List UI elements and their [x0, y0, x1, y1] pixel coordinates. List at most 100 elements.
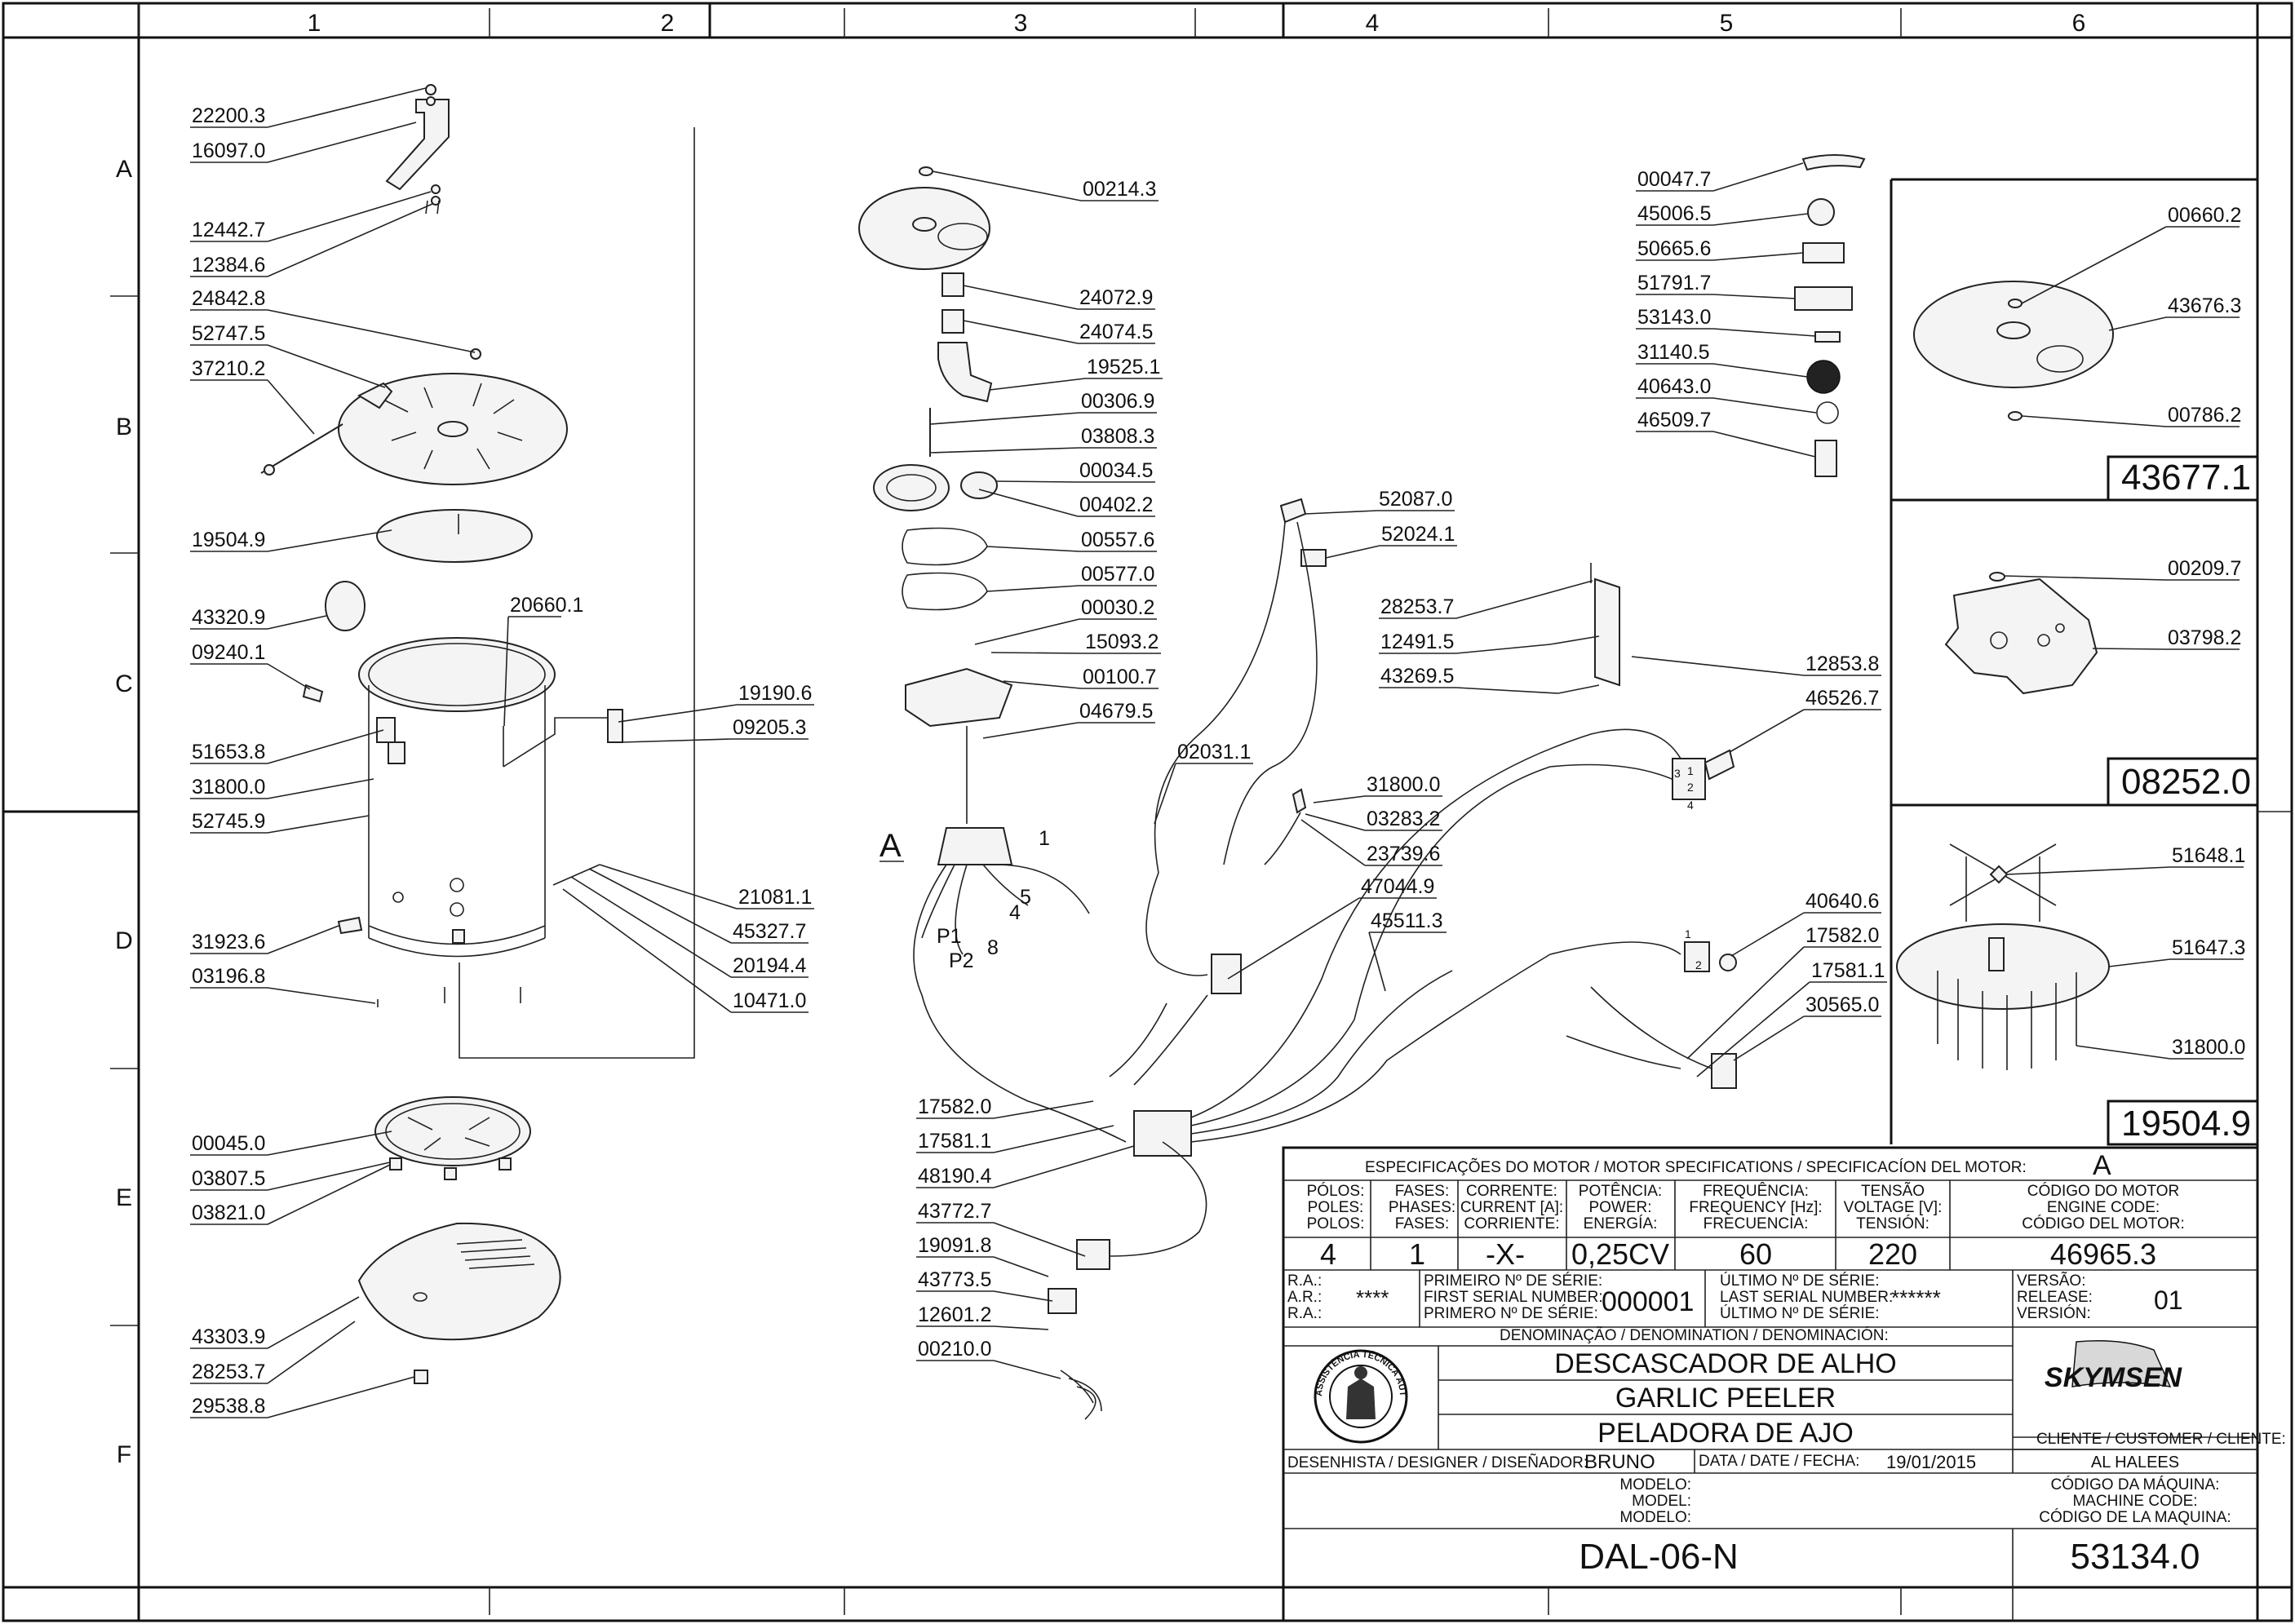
shell-cylinder-drawing	[302, 509, 623, 1007]
part-number: 50665.6	[1637, 237, 1711, 260]
wire-label: P1	[937, 925, 962, 948]
part-number: 00210.0	[918, 1338, 991, 1361]
denomination-header: DENOMINAÇÃO / DENOMINATION / DENOMINACIÓ…	[1500, 1326, 1889, 1344]
spec-label: FASES:	[1395, 1183, 1450, 1200]
part-number: 03808.3	[1081, 425, 1154, 448]
spec-labels: PÓLOS: POLES: POLOS: FASES: PHASES: FASE…	[1307, 1182, 2185, 1232]
part-number: 00557.6	[1081, 529, 1154, 551]
motor-spec-header: ESPECIFICAÇÕES DO MOTOR / MOTOR SPECIFIC…	[1365, 1158, 2027, 1176]
part-number: 09240.1	[192, 641, 265, 664]
row-label: D	[115, 927, 133, 954]
part-number: 51647.3	[2172, 936, 2245, 959]
drive-stack-drawing	[858, 166, 1013, 824]
panel-code: 19504.9	[2121, 1104, 2251, 1144]
part-number: 03798.2	[2168, 626, 2241, 649]
wire-label: 8	[987, 936, 999, 959]
part-callouts: 22200.3 16097.0 12442.7 12384.6 24842.8 …	[192, 104, 2251, 1418]
spec-label: POLES:	[1308, 1199, 1364, 1216]
motor-ref: A	[2093, 1150, 2111, 1181]
part-number: 45327.7	[733, 920, 806, 943]
part-number: 51648.1	[2172, 844, 2245, 867]
machine-code-value: 53134.0	[2070, 1537, 2200, 1577]
part-number: 31800.0	[2172, 1036, 2245, 1059]
spec-value: 0,25CV	[1571, 1237, 1669, 1271]
part-number: 03283.2	[1367, 808, 1440, 830]
spec-label: TENSÃO	[1861, 1182, 1925, 1200]
part-number: 09205.3	[733, 716, 806, 739]
part-number: 17582.0	[918, 1095, 991, 1118]
part-number: 02031.1	[1177, 741, 1251, 763]
pin-label: 4	[1687, 799, 1694, 812]
model-labels: MODELO: MODEL: MODELO:	[1619, 1476, 1691, 1526]
machine-code-label: MACHINE CODE:	[2072, 1493, 2197, 1510]
panel-b-drawing	[1944, 572, 2098, 695]
spec-label: CÓDIGO DEL MOTOR:	[2022, 1215, 2185, 1232]
part-number: 24074.5	[1079, 321, 1153, 343]
spec-label: CORRIENTE:	[1464, 1215, 1559, 1232]
spec-label: PÓLOS:	[1307, 1182, 1365, 1200]
column-labels: 1 2 3 4 5 6	[308, 10, 2086, 37]
bottom-plate-drawing	[357, 1222, 561, 1384]
part-number: 30565.0	[1805, 993, 1879, 1016]
spec-label: FREQUÊNCIA:	[1703, 1182, 1809, 1200]
row-label: A	[116, 156, 132, 183]
version-value: 01	[2154, 1285, 2183, 1315]
part-number: 19190.6	[738, 682, 812, 705]
part-number: 22200.3	[192, 104, 265, 127]
date-label: DATA / DATE / FECHA:	[1699, 1453, 1859, 1470]
product-name-pt: DESCASCADOR DE ALHO	[1554, 1348, 1896, 1379]
part-number: 47044.9	[1361, 875, 1434, 898]
product-name-es: PELADORA DE AJO	[1597, 1418, 1854, 1449]
spec-label: CÓDIGO DO MOTOR	[2027, 1182, 2179, 1200]
spec-label: POWER:	[1588, 1199, 1651, 1216]
spec-value: 46965.3	[2050, 1237, 2156, 1271]
spec-label: CORRENTE:	[1466, 1183, 1557, 1200]
machine-code-label: CÓDIGO DA MÁQUINA:	[2051, 1476, 2220, 1493]
last-serial-label: ÚLTIMO Nº DE SÉRIE:	[1720, 1272, 1880, 1290]
row-label: F	[117, 1441, 131, 1468]
panel-c-drawing	[1896, 843, 2110, 1070]
detail-a-marker: A	[879, 828, 904, 864]
part-number: 20660.1	[510, 594, 583, 617]
part-number: 45511.3	[1371, 909, 1443, 932]
part-number: 51791.7	[1637, 272, 1711, 294]
serial-row: R.A.: A.R.: R.A.: PRIMEIRO Nº DE SÉRIE: …	[1287, 1272, 2093, 1322]
machine-code-label: CÓDIGO DE LA MAQUINA:	[2039, 1508, 2231, 1526]
part-number: 12491.5	[1380, 631, 1454, 653]
part-number: 37210.2	[192, 357, 265, 380]
ra-label: A.R.:	[1287, 1289, 1322, 1306]
part-number: 31923.6	[192, 931, 265, 954]
first-serial-label: PRIMERO Nº DE SÉRIE:	[1424, 1305, 1598, 1322]
row-label: C	[115, 670, 133, 697]
date-value: 19/01/2015	[1886, 1452, 1976, 1472]
frame-connector-line	[459, 127, 695, 1059]
column-label: 4	[1366, 10, 1380, 37]
part-number: 03196.8	[192, 965, 265, 988]
spec-value: 60	[1739, 1237, 1772, 1271]
part-number: 16097.0	[192, 139, 265, 162]
part-number: 48190.4	[918, 1165, 991, 1188]
callout-leaders	[190, 87, 2244, 1418]
version-label: VERSÃO:	[2017, 1272, 2085, 1290]
part-number: 17582.0	[1805, 924, 1879, 947]
part-number: 03807.5	[192, 1167, 265, 1190]
part-number: 28253.7	[1380, 595, 1454, 618]
spec-label: CURRENT [A]:	[1460, 1199, 1563, 1216]
spec-label: ENERGÍA:	[1584, 1215, 1658, 1232]
pin-label: 1	[1687, 764, 1694, 777]
spec-value: 4	[1320, 1237, 1336, 1271]
part-number: 19504.9	[192, 529, 265, 551]
row-label: B	[116, 414, 132, 440]
first-serial-label: FIRST SERIAL NUMBER:	[1424, 1289, 1603, 1306]
panel-code: 08252.0	[2121, 762, 2251, 802]
part-number: 43303.9	[192, 1325, 265, 1348]
part-number: 19091.8	[918, 1234, 991, 1257]
part-number: 12442.7	[192, 219, 265, 241]
brand-name: SKYMSEN	[2045, 1362, 2183, 1393]
skymsen-logo: SKYMSEN	[2045, 1340, 2183, 1393]
spec-label: FASES:	[1395, 1215, 1450, 1232]
part-number: 12853.8	[1805, 653, 1879, 675]
bracket-drawing	[1549, 563, 1620, 694]
spec-label: FRECUENCIA:	[1704, 1215, 1809, 1232]
